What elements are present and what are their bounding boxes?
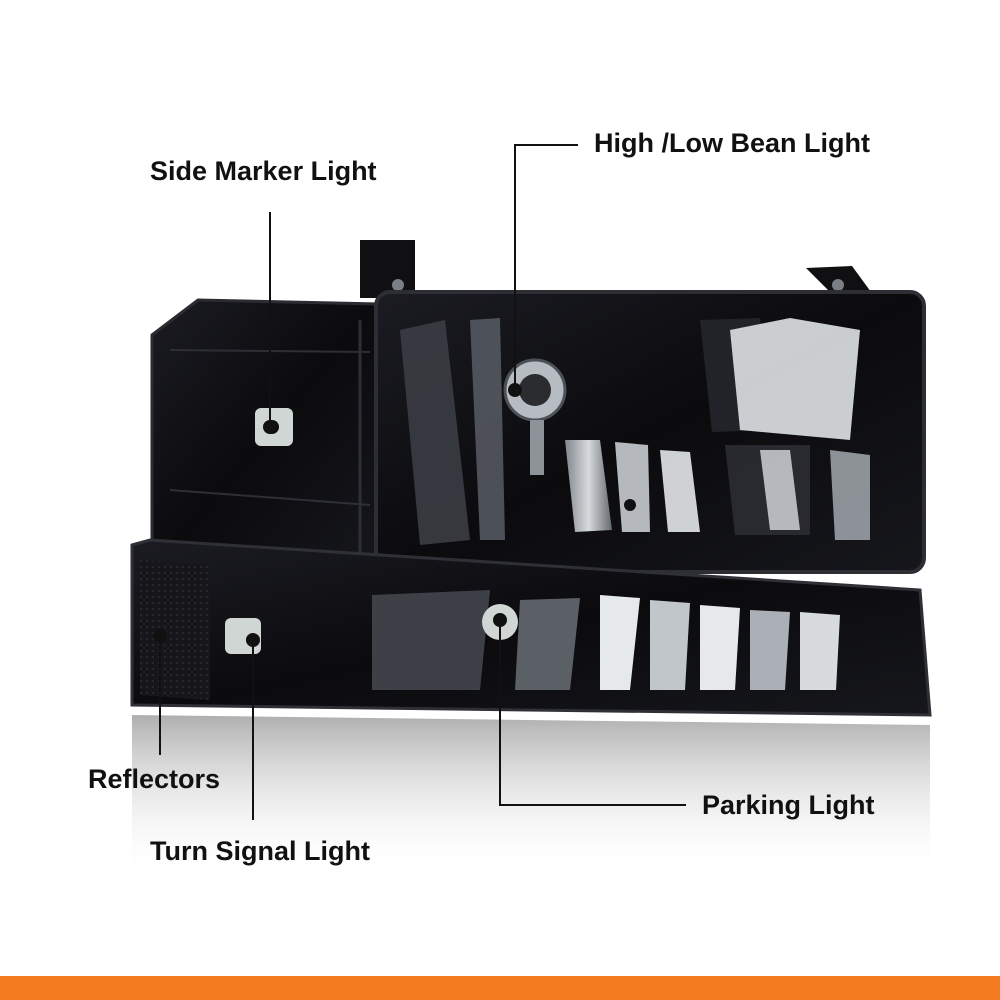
reflectors-label: Reflectors <box>88 764 221 794</box>
headlight-reflector-facets <box>400 318 870 545</box>
parking-label: Parking Light <box>702 790 875 820</box>
callout-lines <box>153 144 686 820</box>
side-marker-housing <box>150 298 380 572</box>
mounting-bracket-left <box>360 240 415 298</box>
headlight-bulb <box>503 358 636 511</box>
parking-lamp-facets <box>372 590 840 690</box>
main-headlight-housing <box>374 290 926 574</box>
turn-signal-label: Turn Signal Light <box>150 836 370 866</box>
bumper-lamp-housing <box>130 538 932 717</box>
high-low-beam-label: High /Low Bean Light <box>594 128 870 158</box>
accent-bar <box>0 976 1000 1000</box>
floor-reflection <box>132 715 930 880</box>
reflector-mesh <box>140 560 210 700</box>
high-low-beam-callout-line <box>514 144 578 390</box>
side-marker-label: Side Marker Light <box>150 156 377 186</box>
parking-callout-line <box>499 620 686 806</box>
